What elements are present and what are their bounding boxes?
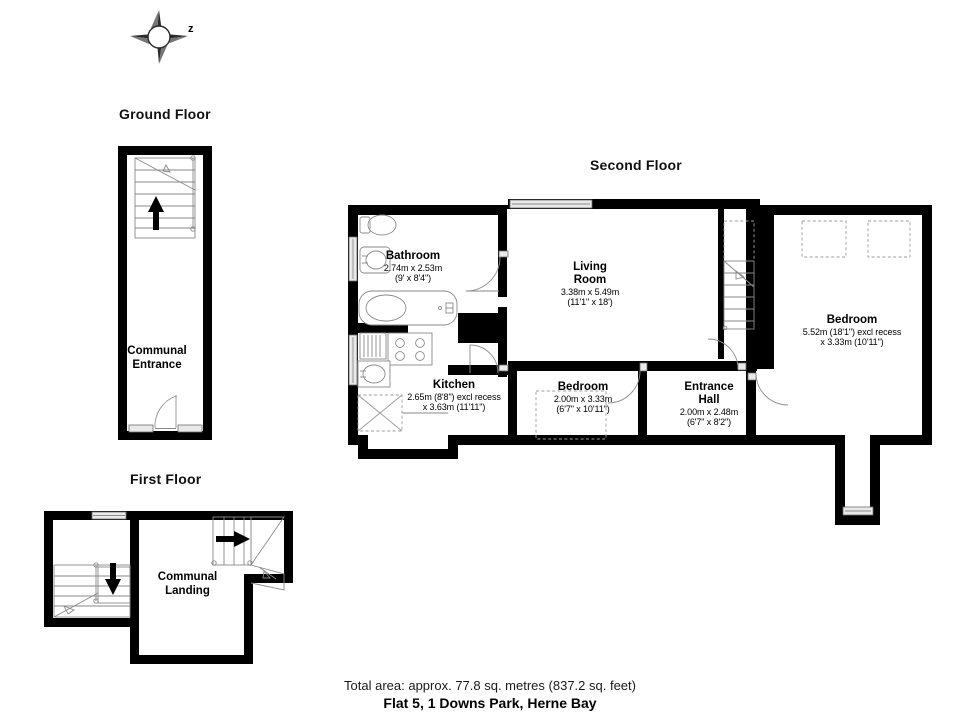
living-room-name-line1: Living: [573, 261, 607, 273]
bedroom-small-dim-metric: 2.00m x 3.33m: [553, 393, 613, 404]
living-room-dim-imperial: (11'1" x 18'): [567, 296, 613, 307]
cupboard-dashed: [357, 394, 448, 432]
first-floor-area-label: Communal Landing: [150, 570, 225, 599]
compass-label: z: [188, 23, 194, 35]
door-hall-entry: [747, 372, 789, 406]
recess-bedroom-large-1: [801, 220, 847, 258]
bedroom-large-dim-imperial: x 3.33m (10'11"): [820, 336, 884, 347]
ground-floor-plan: [118, 146, 212, 440]
first-floor-plan: [44, 511, 293, 664]
sink-fixture: [359, 246, 391, 274]
bedroom-large-dim-metric: 5.52m (18'1") excl recess: [802, 326, 902, 337]
bedroom-large-name: Bedroom: [826, 314, 878, 326]
door-hall-bedroom: [707, 338, 747, 371]
property-address: Flat 5, 1 Downs Park, Herne Bay: [383, 695, 597, 711]
room-label-bedroom-large: Bedroom 5.52m (18'1") excl recess x 3.33…: [786, 314, 918, 347]
living-room-name-line2: Room: [573, 273, 607, 286]
total-area-text: Total area: approx. 77.8 sq. metres (837…: [344, 678, 636, 693]
stairs-down-arrow: [105, 563, 121, 595]
entrance-hall-name-line1: Entrance: [684, 381, 734, 393]
bath-fixture: [358, 290, 458, 326]
ground-floor-area-label: Communal Entrance: [126, 344, 188, 373]
bedroom-small-dim-imperial: (6'7" x 10'11"): [556, 403, 610, 414]
kitchen-dim-imperial: x 3.63m (11'11"): [422, 401, 486, 412]
door-bedroom-small: [607, 362, 648, 404]
room-label-living-room: Living Room 3.38m x 5.49m (11'1" x 18'): [532, 261, 648, 307]
bedroom-small-name: Bedroom: [557, 381, 609, 393]
living-room-dim-metric: 3.38m x 5.49m: [560, 286, 620, 297]
communal-landing-line2: Landing: [165, 585, 210, 598]
compass-rose-icon: [130, 10, 188, 64]
bathroom-dim-imperial: (9' x 8'4"): [394, 272, 432, 283]
communal-landing-line1: Communal: [157, 571, 218, 583]
communal-entrance-line1: Communal: [127, 345, 187, 357]
second-floor-plan: [348, 199, 932, 525]
room-label-bedroom-small: Bedroom 2.00m x 3.33m (6'7" x 10'11"): [527, 381, 639, 414]
communal-entrance-line2: Entrance: [132, 359, 182, 372]
room-label-entrance-hall: Entrance Hall 2.00m x 2.48m (6'7" x 8'2"…: [662, 381, 756, 427]
room-label-kitchen: Kitchen 2.65m (8'8") excl recess x 3.63m…: [386, 379, 522, 412]
bathroom-name: Bathroom: [385, 250, 441, 262]
bathroom-dim-metric: 2.74m x 2.53m: [383, 262, 443, 273]
kitchen-name: Kitchen: [432, 379, 476, 391]
entrance-hall-dim-imperial: (6'7" x 8'2"): [686, 416, 732, 427]
radiator-fixture: [359, 332, 387, 360]
stairs-right-arrow: [216, 531, 250, 547]
recess-bedroom-large-2: [867, 220, 911, 258]
footer: Total area: approx. 77.8 sq. metres (837…: [0, 678, 980, 711]
stairwell-second: [722, 220, 755, 331]
recess-bedroom-small: [535, 390, 607, 440]
wc-fixture: [359, 214, 397, 236]
door-kitchen: [469, 344, 509, 374]
kitchen-dim-metric: 2.65m (8'8") excl recess: [407, 391, 501, 402]
second-floor-title: Second Floor: [590, 157, 682, 173]
entrance-hall-dim-metric: 2.00m x 2.48m: [679, 406, 739, 417]
ground-floor-title: Ground Floor: [119, 106, 211, 122]
kitchen-sink-fixture: [357, 360, 391, 388]
hob-fixture: [387, 332, 433, 366]
entrance-hall-name-line2: Hall: [698, 393, 720, 406]
stairs-up-arrow: [148, 196, 164, 230]
first-floor-title: First Floor: [130, 471, 202, 487]
door-bathroom: [465, 250, 509, 292]
room-label-bathroom: Bathroom 2.74m x 2.53m (9' x 8'4"): [363, 250, 463, 283]
